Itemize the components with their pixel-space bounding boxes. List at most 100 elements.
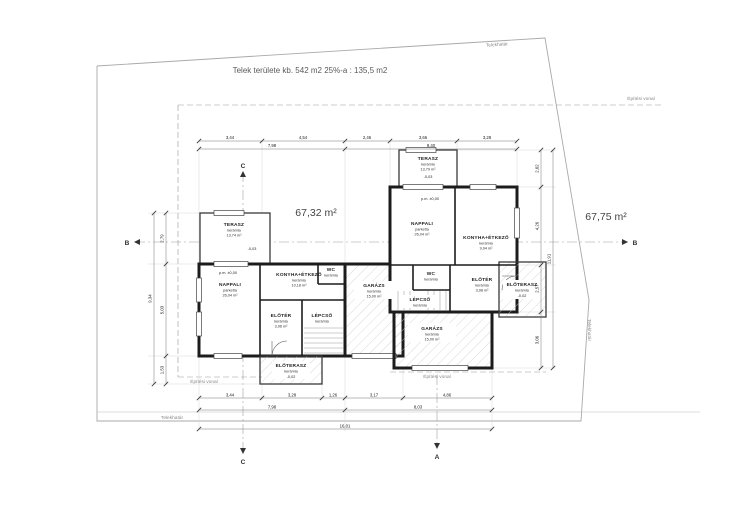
- boundary-label-top: Telekhatár: [486, 41, 509, 49]
- room-name: NAPPALI: [411, 221, 434, 227]
- dim-value: 1,26: [329, 393, 338, 398]
- dim-value: 4,54: [299, 135, 308, 140]
- room-level: -0,02: [518, 294, 527, 298]
- right-windows: [402, 147, 520, 371]
- room-label-left-eloter: ELŐTÉR kerámia 3,96 m²: [271, 311, 292, 329]
- room-area: 13,74 m²: [227, 234, 243, 238]
- dim-value: 9,34: [148, 294, 153, 303]
- dim-value: 4,86: [443, 393, 452, 398]
- right-partitions: [390, 187, 517, 312]
- room-material: kerámia: [292, 279, 306, 283]
- axis-c-bottom-label: C: [241, 459, 246, 466]
- room-label-right-eloter: ELŐTÉR kerámia 3,98 m²: [472, 275, 493, 293]
- axis-b-right-label: B: [633, 240, 638, 247]
- dim-value: 7,98: [268, 143, 277, 148]
- room-level: p.m. ±0,00: [421, 197, 439, 201]
- axis-c-bottom-arrow: [240, 448, 246, 454]
- room-label-left-eloterasz: ELŐTERASZ kerámia -0,02: [276, 362, 307, 379]
- label-backer: [408, 323, 456, 342]
- room-area: 26,04 m²: [415, 233, 431, 237]
- room-material: kerámia: [424, 278, 438, 282]
- dim-value: 16,01: [340, 424, 351, 429]
- axis-c-top-arrow: [240, 171, 246, 177]
- label-backer: [272, 361, 310, 379]
- room-label-right-wc: WC kerámia: [424, 271, 438, 282]
- room-name: ELŐTERASZ: [507, 281, 538, 288]
- room-name: TERASZ: [418, 156, 438, 162]
- room-material: kerámia: [284, 370, 298, 374]
- room-area: 10,18 m²: [292, 284, 308, 288]
- room-label-left-terasz: TERASZ kerámia 13,74 m² -0,03: [224, 222, 257, 251]
- plot-area-title: Telek területe kb. 542 m2 25%-a : 135,5 …: [233, 66, 388, 75]
- label-backer: [503, 280, 541, 299]
- room-area: 3,96 m²: [275, 325, 289, 329]
- dim-value: 4,26: [535, 221, 540, 230]
- building-line-label-top: Építési vonal: [627, 95, 654, 102]
- room-material: kerámia: [479, 242, 493, 246]
- dim-value: 3,44: [226, 393, 235, 398]
- room-name: ELŐTÉR: [472, 275, 493, 283]
- dim-value: 5,03: [160, 305, 165, 314]
- room-area: 3,98 m²: [476, 289, 490, 293]
- room-label-left-garazs: GARÁZS kerámia 15,00 m²: [363, 282, 385, 299]
- right-garage-door: [411, 365, 469, 371]
- room-material: kerámia: [227, 229, 241, 233]
- unit-area-left: 67,32 m²: [295, 207, 337, 219]
- unit-area-right: 67,75 m²: [585, 211, 627, 223]
- left-entry-door-arc: [271, 340, 288, 357]
- room-material: kerámia: [324, 274, 338, 278]
- label-backer: [354, 281, 394, 299]
- room-area: 15,00 m²: [425, 338, 441, 342]
- dim-value: 1,53: [160, 365, 165, 374]
- room-name: WC: [427, 271, 436, 277]
- axis-b-right-arrow: [622, 239, 628, 245]
- room-level: -0,03: [248, 247, 257, 251]
- room-material: kerámia: [413, 304, 427, 308]
- room-name: KONYHA+ÉTKEZŐ: [276, 270, 322, 278]
- room-label-left-konyha: KONYHA+ÉTKEZŐ kerámia 10,18 m²: [276, 270, 322, 288]
- room-material: parketta: [223, 289, 238, 293]
- room-label-left-nappali: p.m. ±0,00 NAPPALI parketta 26,04 m²: [219, 271, 242, 298]
- room-label-left-wc: WC kerámia: [324, 267, 338, 278]
- room-area: 26,04 m²: [223, 294, 239, 298]
- axis-a-label: A: [435, 454, 440, 461]
- boundary-label-right: Telekhatár: [586, 319, 592, 342]
- dim-value: 3,06: [535, 335, 540, 344]
- room-label-right-konyha: KONYHA+ÉTKEZŐ kerámia 9,94 m²: [463, 233, 509, 251]
- room-material: kerámia: [315, 320, 329, 324]
- room-label-right-garazs: GARÁZS kerámia 15,00 m²: [421, 325, 443, 342]
- room-name: ELŐTÉR: [271, 311, 292, 319]
- room-name: WC: [327, 267, 336, 273]
- right-main-block: [388, 185, 519, 314]
- dimension-values: 3,44 4,54 2,46 3,66 3,28 7,98 9,40 2,02 …: [148, 135, 552, 429]
- room-label-right-terasz: TERASZ kerámia 13,79 m² -0,03: [418, 156, 438, 179]
- building-line-label-bottom-mid: Építési vonal: [423, 373, 450, 380]
- room-label-right-lepcso: LÉPCSŐ kerámia: [410, 295, 431, 308]
- dim-value: 7,98: [268, 405, 277, 410]
- label-backer: [402, 295, 438, 308]
- axis-b-left-label: B: [125, 240, 130, 247]
- room-area: 13,79 m²: [421, 168, 437, 172]
- room-material: kerámia: [421, 163, 435, 167]
- room-material: kerámia: [475, 284, 489, 288]
- room-label-right-nappali: p.m. ±0,00 NAPPALI parketta 26,04 m²: [411, 197, 439, 237]
- dim-value: 2,46: [363, 135, 372, 140]
- left-windows: [196, 210, 397, 359]
- left-terasz: [199, 212, 271, 266]
- axis-markers: C C A B B: [125, 163, 638, 466]
- room-name: ELŐTERASZ: [276, 362, 307, 369]
- boundary-label-bottom: Telekhatár: [161, 415, 184, 421]
- room-name: TERASZ: [224, 222, 244, 228]
- right-terasz: [398, 149, 458, 188]
- dim-value: 3,28: [288, 393, 297, 398]
- dim-value: 3,66: [419, 135, 428, 140]
- room-material: kerámia: [425, 333, 439, 337]
- room-material: kerámia: [515, 289, 529, 293]
- room-area: 15,00 m²: [367, 295, 383, 299]
- room-name: NAPPALI: [219, 282, 242, 288]
- room-labels: TERASZ kerámia 13,74 m² -0,03 p.m. ±0,00…: [219, 156, 537, 379]
- left-garage-door: [351, 353, 397, 359]
